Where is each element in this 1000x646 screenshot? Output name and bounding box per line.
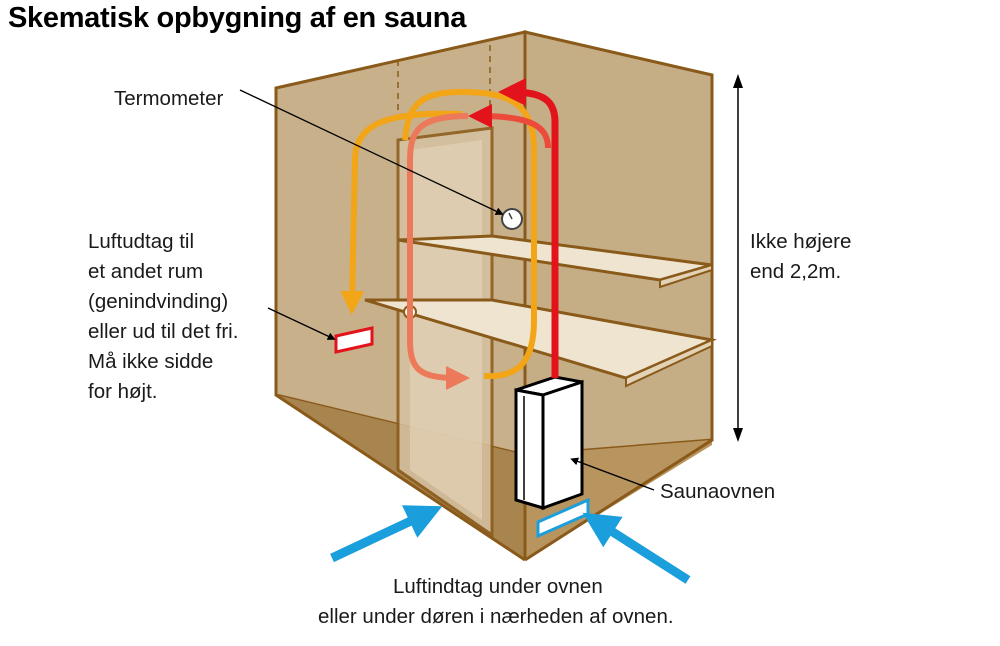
svg-text:eller under døren i nærheden a: eller under døren i nærheden af ovnen. bbox=[318, 605, 674, 628]
thermometer-label: Termometer bbox=[114, 87, 224, 110]
inlet-label: Luftindtag under ovnen eller under døren… bbox=[318, 575, 674, 628]
stove-leader bbox=[570, 457, 655, 491]
fresh-air-arrow-door bbox=[330, 505, 443, 563]
svg-text:(genindvinding): (genindvinding) bbox=[88, 290, 228, 313]
svg-text:Luftudtag til: Luftudtag til bbox=[88, 230, 194, 253]
svg-text:for højt.: for højt. bbox=[88, 380, 158, 403]
diagram-title: Skematisk opbygning af en sauna bbox=[8, 2, 467, 34]
air-outlet-vent bbox=[334, 326, 374, 354]
fresh-air-arrow-stove bbox=[582, 512, 691, 584]
svg-text:end 2,2m.: end 2,2m. bbox=[750, 260, 841, 283]
svg-text:Ikke højere: Ikke højere bbox=[750, 230, 851, 253]
outlet-leader bbox=[267, 307, 336, 340]
svg-text:Må ikke sidde: Må ikke sidde bbox=[88, 350, 213, 373]
hot-air-flow-inner bbox=[468, 104, 551, 149]
cool-air-flow bbox=[407, 113, 470, 390]
svg-text:eller ud til det fri.: eller ud til det fri. bbox=[88, 320, 238, 343]
height-label: Ikke højere end 2,2m. bbox=[750, 230, 851, 283]
outlet-label: Luftudtag til et andet rum (genindvindin… bbox=[88, 230, 238, 403]
svg-text:et andet rum: et andet rum bbox=[88, 260, 203, 283]
svg-text:Luftindtag under ovnen: Luftindtag under ovnen bbox=[393, 575, 603, 598]
sauna-stove bbox=[514, 375, 584, 511]
height-dimension bbox=[733, 74, 743, 442]
warm-air-flow-left bbox=[340, 110, 463, 315]
stove-label: Saunaovnen bbox=[660, 480, 775, 503]
hot-air-flow-main bbox=[498, 78, 559, 378]
thermometer-leader bbox=[239, 89, 504, 215]
